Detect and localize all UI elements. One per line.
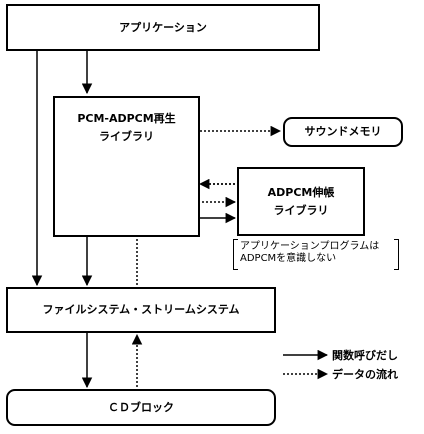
cd-block-label: ＣＤブロック xyxy=(108,400,174,414)
pcm-adpcm-library-box: PCM-ADPCM再生 ライブラリ xyxy=(53,96,200,237)
adpcm-library-label-line1: ADPCM伸帳 xyxy=(267,185,335,199)
note-bracket-right xyxy=(394,239,399,270)
data-fs-to-adpcm-arrow xyxy=(136,196,237,285)
application-label: アプリケーション xyxy=(119,20,207,34)
adpcm-note: アプリケーションプログラムは ADPCMを意識しない xyxy=(240,241,379,265)
adpcm-library-label-line2: ライブラリ xyxy=(273,203,329,217)
filesystem-box: ファイルシステム・ストリームシステム xyxy=(6,287,276,333)
note-bracket-left xyxy=(233,239,238,270)
legend-function-call-label: 関数呼びだし xyxy=(332,349,398,362)
adpcm-library-box: ADPCM伸帳 ライブラリ xyxy=(237,167,365,236)
sound-memory-label: サウンドメモリ xyxy=(304,125,382,138)
legend-data-flow-label: データの流れ xyxy=(332,368,398,381)
application-box: アプリケーション xyxy=(6,4,320,51)
cd-block-box: ＣＤブロック xyxy=(6,389,276,426)
adpcm-note-line1: アプリケーションプログラムは xyxy=(240,241,380,252)
pcm-library-label-line2: ライブラリ xyxy=(99,130,154,143)
adpcm-note-line2: ADPCMを意識しない xyxy=(240,253,337,264)
filesystem-label: ファイルシステム・ストリームシステム xyxy=(42,303,240,316)
sound-memory-box: サウンドメモリ xyxy=(283,117,403,147)
pcm-library-label-line1: PCM-ADPCM再生 xyxy=(77,112,176,125)
